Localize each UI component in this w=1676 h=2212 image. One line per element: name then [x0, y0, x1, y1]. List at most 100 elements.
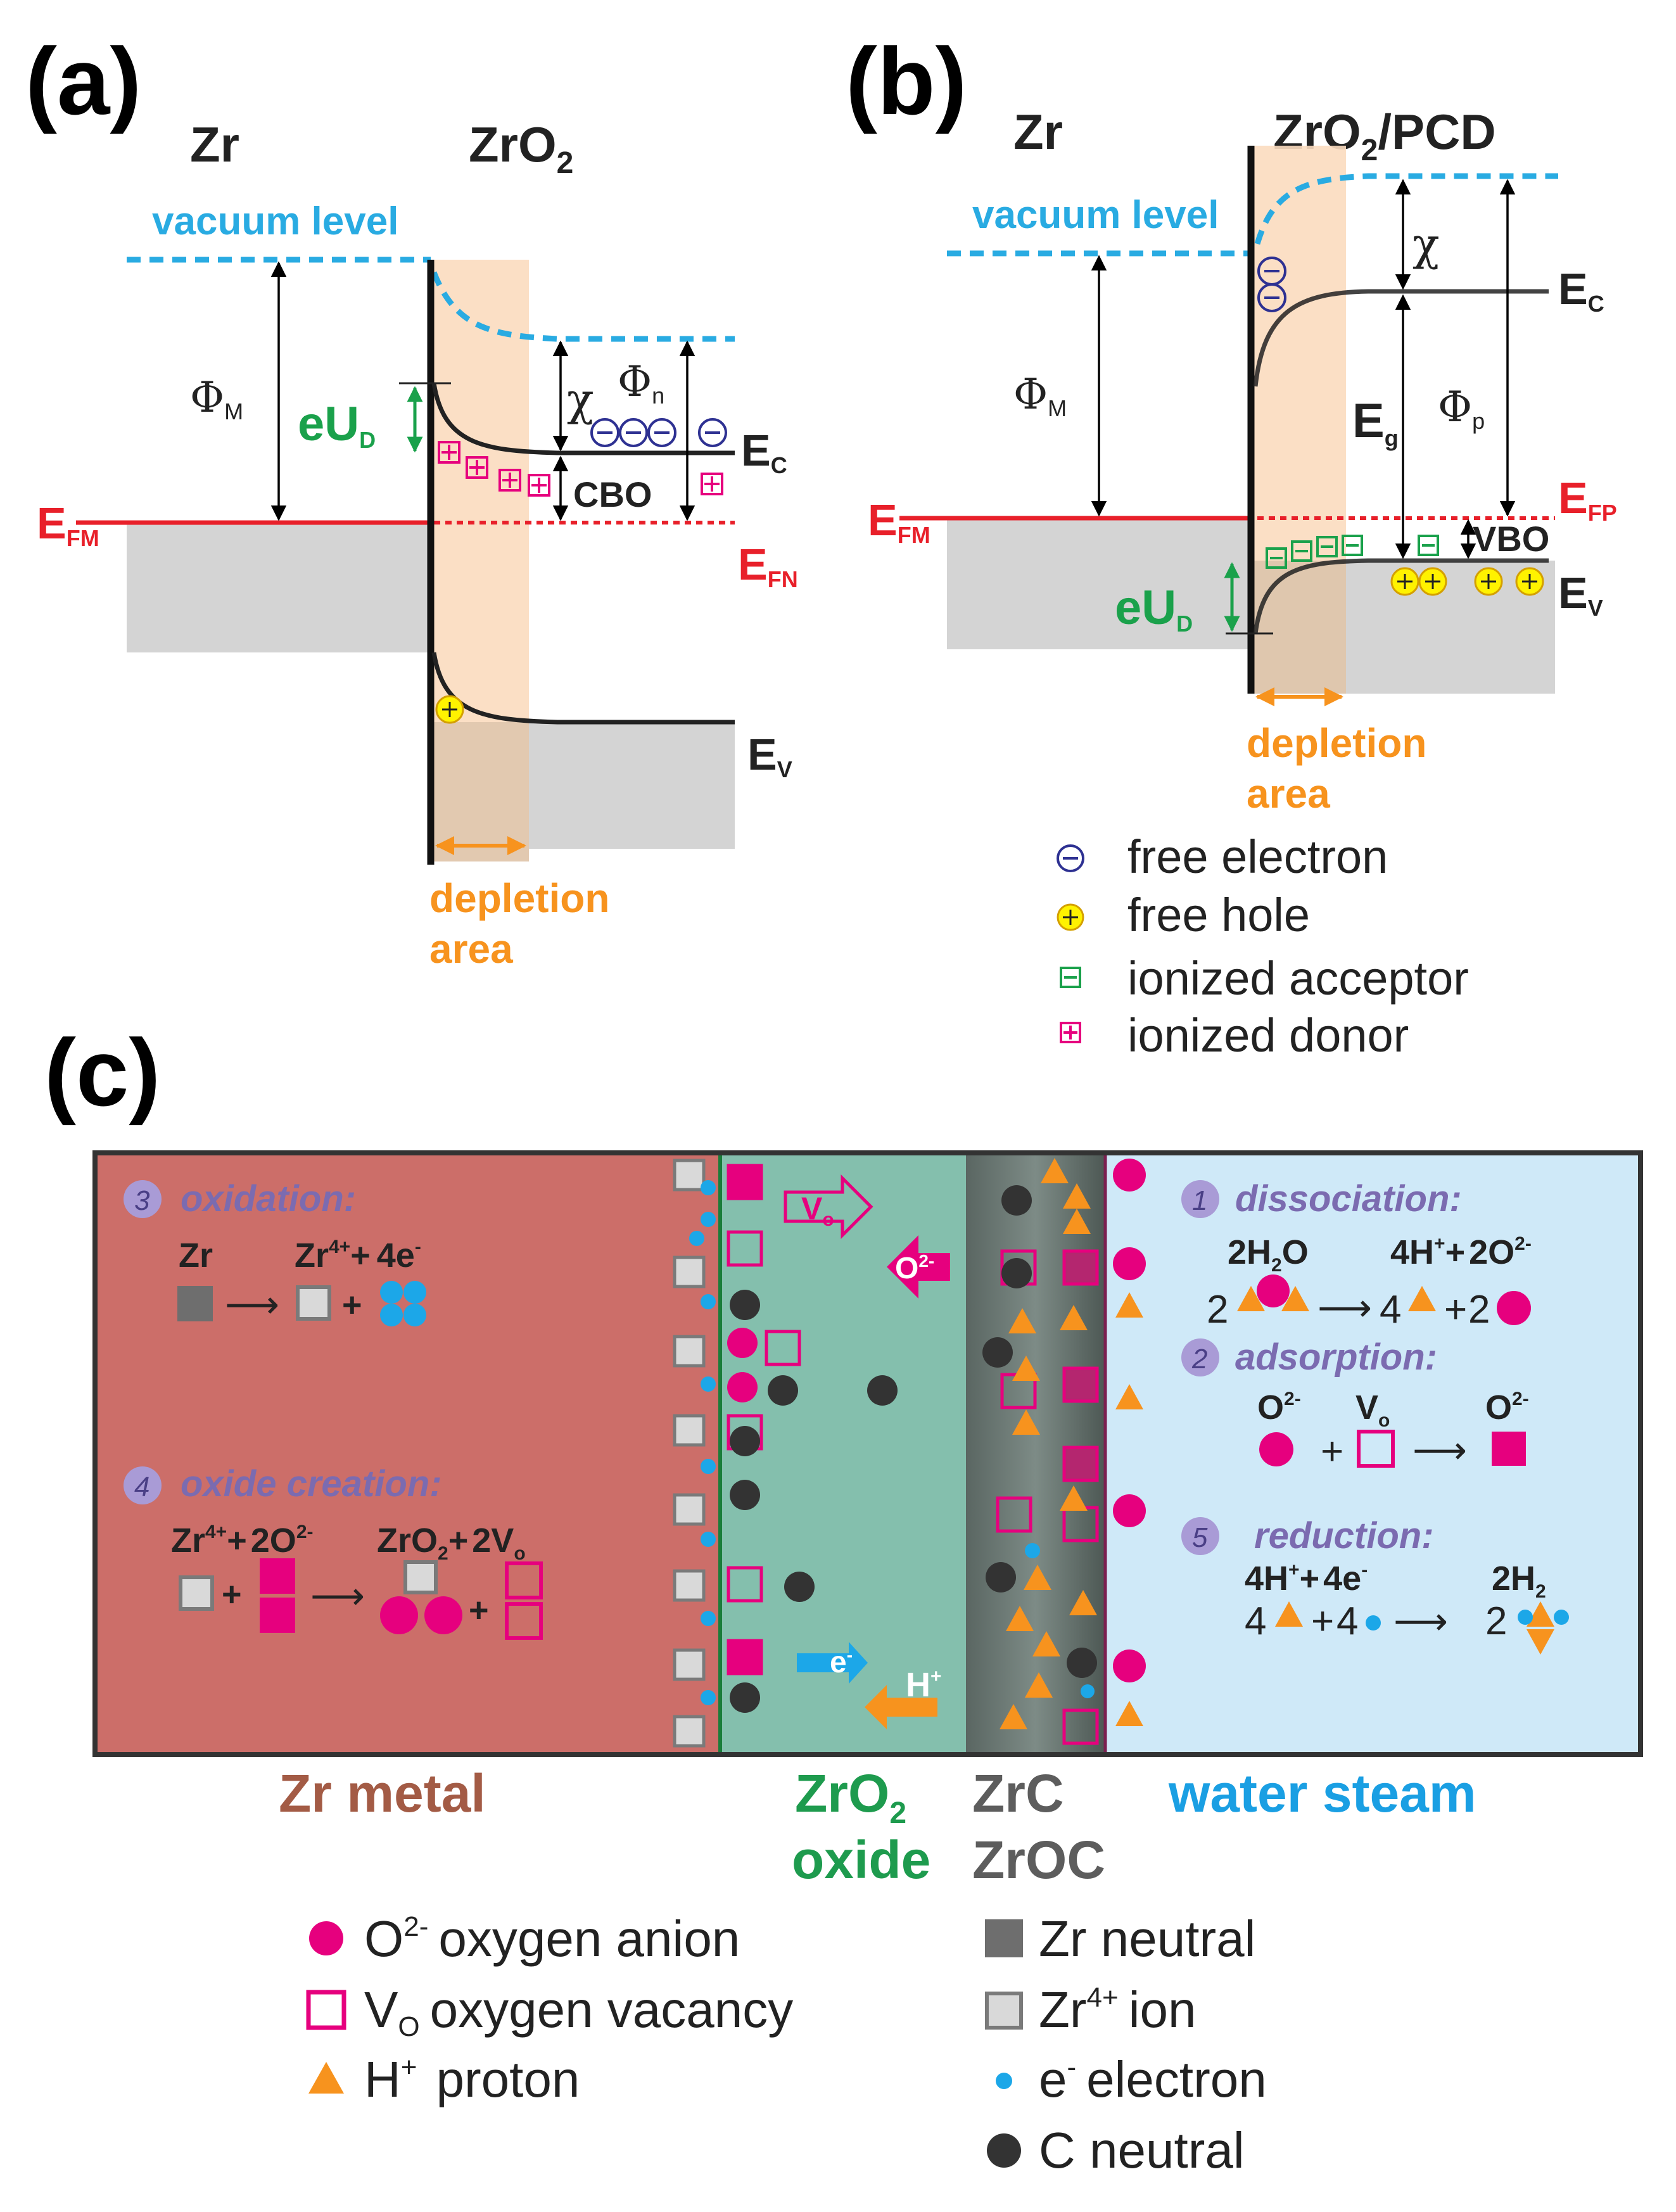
step2-adsorption: 2 adsorption: O2- Vo O2- + ⟶ — [1181, 1337, 1529, 1473]
step3-zr: Zr — [179, 1236, 213, 1274]
depletion-label-b-1: depletion — [1247, 720, 1426, 766]
step5-coef-4b: 4 — [1336, 1599, 1358, 1643]
vo-arrow-label: Vo — [801, 1191, 834, 1230]
panel-b-metal-title: Zr — [1013, 104, 1063, 160]
panel-b-oxide-title: ZrO2/PCD — [1273, 104, 1496, 167]
region-label-metal: Zr metal — [279, 1764, 486, 1823]
step1-coef-4: 4 — [1380, 1288, 1401, 1332]
h-arrow: H+ — [865, 1666, 942, 1729]
step5-h2-up — [1527, 1601, 1554, 1627]
step5-arrow: ⟶ — [1393, 1600, 1448, 1643]
step3-arrow: ⟶ — [225, 1283, 279, 1326]
efn-label: EFN — [738, 540, 798, 592]
step5-coef-2: 2 — [1485, 1599, 1507, 1643]
legend-zr-neutral: Zr neutral — [1039, 1910, 1255, 1967]
legend-oxygen-anion-icon — [309, 1921, 343, 1955]
legend-zr4-ion: Zr4+ion — [1039, 1981, 1196, 2038]
panel-a: (a) Zr ZrO2 vacuum level EFM EFN EC EV Φ… — [25, 28, 798, 972]
electron-column — [689, 1180, 716, 1705]
eg-label-b: Eg — [1352, 394, 1399, 451]
region-label-oxide-2: oxide — [792, 1830, 930, 1890]
step1-title: dissociation: — [1235, 1178, 1462, 1219]
step2-product: O2- — [1485, 1389, 1529, 1427]
free-electrons-b — [1257, 257, 1286, 312]
step2-vo: Vo — [1355, 1389, 1390, 1431]
legend-free-electron: free electron — [1127, 830, 1388, 883]
step1-dissociation: 1 dissociation: 2H2O 4H++2O2- 2 ⟶ 4 + 2 — [1181, 1178, 1532, 1332]
ec-label: EC — [741, 426, 787, 478]
step5-h2: 2H2 — [1492, 1560, 1546, 1602]
step3-zr-neutral — [177, 1286, 213, 1321]
panel-b-label: (b) — [846, 28, 967, 134]
step4-plus-1: + — [222, 1575, 242, 1613]
chi-label-b: χ — [1413, 219, 1439, 270]
oxygen-anions-oxide — [727, 1328, 758, 1402]
chi-label: χ — [567, 374, 594, 426]
legend-free-hole: free hole — [1127, 889, 1310, 941]
step3-title: oxidation: — [181, 1178, 356, 1219]
step4-o-anion-1 — [380, 1596, 418, 1634]
step2-title: adsorption: — [1235, 1337, 1437, 1378]
conduction-band-b — [1253, 289, 1549, 387]
vacuum-level-oxide-b — [1254, 173, 1558, 245]
step4-oxide-creation: 4 oxide creation: Zr4++2O2- ZrO2+2Vo + ⟶… — [124, 1463, 543, 1640]
metal-band — [127, 523, 431, 652]
step5-reduction: 5 reduction: 4H++4e- 2H2 4 + 4 ⟶ 2 — [1181, 1515, 1569, 1655]
legend-proton-icon — [308, 2062, 344, 2094]
vacuum-level-oxide — [431, 271, 735, 342]
o2-arrow-label: O2- — [895, 1251, 934, 1285]
step1-h2o-proton-2 — [1281, 1286, 1309, 1311]
water-steam-region — [1105, 1153, 1641, 1755]
step1-proton — [1408, 1286, 1436, 1311]
zr-metal-region — [95, 1153, 719, 1755]
legend-electron-icon — [996, 2073, 1012, 2089]
step5-badge — [1181, 1517, 1219, 1555]
panel-a-metal-title: Zr — [190, 117, 239, 172]
panel-c-frame — [92, 1150, 1643, 1757]
step4-vo-2 — [505, 1602, 543, 1640]
free-electrons-a — [590, 418, 727, 447]
step1-products: 4H++2O2- — [1390, 1233, 1532, 1271]
protons-carbide — [1000, 1158, 1097, 1729]
step1-oxygen — [1497, 1291, 1531, 1325]
step4-plus-2: + — [469, 1591, 489, 1629]
carbon-atoms — [730, 1185, 1097, 1713]
step3-zr4: Zr4++4e- — [295, 1236, 421, 1274]
oxide-vacancies-filled — [727, 1164, 763, 1675]
e-arrow-label: e- — [830, 1645, 853, 1679]
free-holes-b — [1390, 567, 1544, 596]
vo-arrow: Vo — [784, 1174, 873, 1240]
step5-h2-down — [1527, 1629, 1554, 1655]
step4-zro2-ion — [403, 1560, 438, 1594]
ev-label: EV — [747, 730, 792, 782]
panel-a-label: (a) — [25, 28, 141, 134]
step3-oxidation: 3 oxidation: Zr Zr4++4e- ⟶ + — [124, 1178, 426, 1326]
step1-badge — [1181, 1180, 1219, 1218]
vacuum-level-label: vacuum level — [152, 200, 398, 243]
step5-electron — [1366, 1615, 1381, 1630]
step4-reactants: Zr4++2O2- — [171, 1522, 314, 1560]
step2-o2: O2- — [1257, 1389, 1301, 1427]
phi-p-label-b: Φp — [1438, 383, 1485, 434]
conduction-band — [431, 383, 735, 455]
legend-electron: e-electron — [1039, 2051, 1267, 2107]
legend-zr4-ion-icon — [985, 1992, 1023, 2030]
valence-band-line-b — [1253, 558, 1549, 634]
region-label-water: water steam — [1168, 1764, 1476, 1823]
step4-arrow: ⟶ — [310, 1575, 365, 1617]
step5-title: reduction: — [1254, 1515, 1434, 1556]
region-label-carbide-1: ZrC — [972, 1764, 1064, 1823]
phi-n-label: Φn — [618, 357, 664, 409]
protons-water — [1115, 1292, 1143, 1726]
h-arrow-label: H+ — [906, 1666, 942, 1704]
legend-ionized-donor: ionized donor — [1127, 1009, 1409, 1062]
step4-num: 4 — [134, 1471, 149, 1503]
step1-h2o-proton-1 — [1237, 1286, 1265, 1311]
free-hole-a — [435, 695, 464, 724]
metal-band-b — [947, 519, 1251, 649]
step2-badge — [1181, 1338, 1219, 1376]
legend-oxygen-anion: O2-oxygen anion — [364, 1910, 740, 1967]
step4-badge — [124, 1466, 162, 1504]
legend-proton: H+proton — [364, 2051, 580, 2107]
depletion-metal-overlap-b — [1251, 561, 1346, 694]
